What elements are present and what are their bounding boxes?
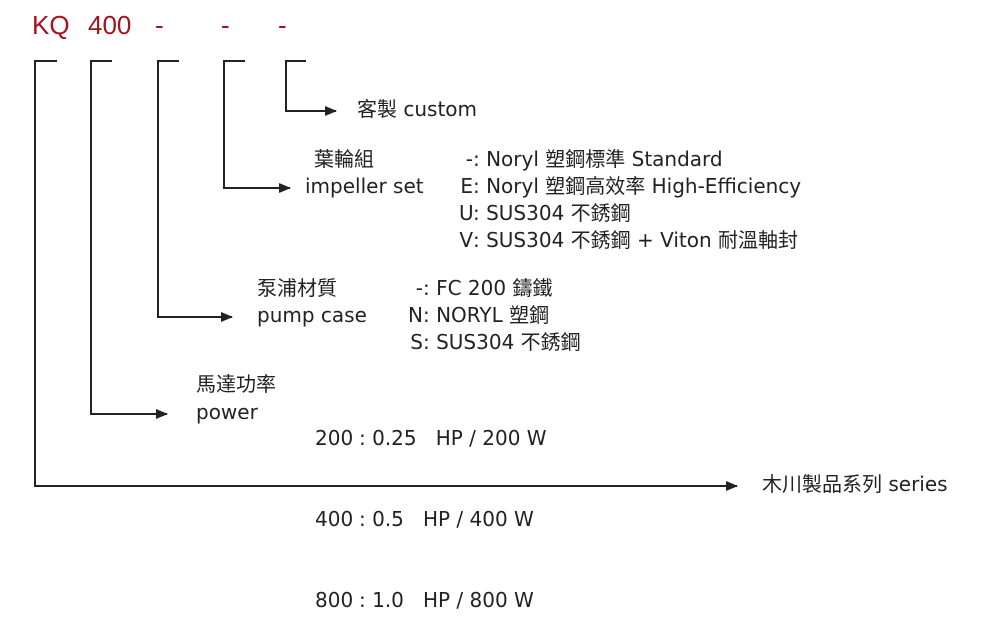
- power-title-zh: 馬達功率: [196, 372, 276, 396]
- option-text: : 0.25 HP / 200 W: [359, 426, 547, 450]
- code-sep-custom: -: [278, 10, 287, 40]
- option-text: : NORYL 塑鋼: [423, 303, 550, 327]
- option-key: 200: [315, 426, 354, 450]
- pump-case-option: S: SUS304 不銹鋼: [405, 329, 581, 356]
- power-title-en: power: [196, 400, 258, 424]
- power-option: 200: 0.25 HP / 200 W: [315, 425, 547, 452]
- code-power: 400: [88, 10, 132, 40]
- option-key: U: [459, 201, 474, 225]
- impeller-title-en: impeller set: [305, 174, 424, 198]
- impeller-option: -: Noryl 塑鋼標準 Standard: [459, 146, 801, 173]
- code-sep-pump-case: -: [155, 10, 164, 40]
- option-key: 800: [315, 588, 354, 612]
- impeller-option: U: SUS304 不銹鋼: [459, 200, 801, 227]
- connector-lines: [34, 60, 738, 491]
- option-key: V: [459, 228, 473, 252]
- option-key: 400: [315, 507, 354, 531]
- pump-case-title-en: pump case: [257, 303, 367, 327]
- impeller-options: -: Noryl 塑鋼標準 Standard E: Noryl 塑鋼高效率 Hi…: [459, 146, 801, 254]
- power-option: 400: 0.5 HP / 400 W: [315, 506, 547, 533]
- code-sep-impeller: -: [221, 10, 230, 40]
- impeller-option: E: Noryl 塑鋼高效率 High-Efficiency: [459, 173, 801, 200]
- connector-pump-case: [157, 60, 233, 322]
- connector-custom: [285, 60, 337, 116]
- pump-case-options: -: FC 200 鑄鐵 N: NORYL 塑鋼 S: SUS304 不銹鋼: [405, 275, 581, 356]
- option-key: -: [415, 276, 423, 300]
- option-key: E: [460, 174, 473, 198]
- option-text: : Noryl 塑鋼高效率 High-Efficiency: [473, 174, 802, 198]
- power-option: 800: 1.0 HP / 800 W: [315, 587, 547, 614]
- pump-case-option: -: FC 200 鑄鐵: [405, 275, 581, 302]
- option-text: : SUS304 不銹鋼: [473, 201, 631, 225]
- connector-series: [34, 60, 738, 491]
- option-key: -: [465, 147, 473, 171]
- option-text: : SUS304 不銹鋼 + Viton 耐溫軸封: [473, 228, 799, 252]
- custom-label: 客製 custom: [357, 97, 478, 121]
- pump-case-title-zh: 泵浦材質: [257, 276, 337, 300]
- impeller-option: V: SUS304 不銹鋼 + Viton 耐溫軸封: [459, 227, 801, 254]
- connector-power: [90, 60, 168, 419]
- pump-case-option: N: NORYL 塑鋼: [405, 302, 581, 329]
- series-label: 木川製品系列 series: [762, 472, 948, 496]
- power-options: 200: 0.25 HP / 200 W 400: 0.5 HP / 400 W…: [315, 371, 547, 641]
- option-key: S: [410, 330, 423, 354]
- impeller-title-zh: 葉輪組: [314, 147, 374, 171]
- option-text: : FC 200 鑄鐵: [423, 276, 553, 300]
- option-text: : 0.5 HP / 400 W: [359, 507, 534, 531]
- code-series: KQ: [32, 10, 70, 40]
- option-text: : SUS304 不銹鋼: [423, 330, 581, 354]
- option-key: N: [408, 303, 423, 327]
- option-text: : Noryl 塑鋼標準 Standard: [473, 147, 723, 171]
- connector-impeller: [223, 60, 291, 193]
- option-text: : 1.0 HP / 800 W: [359, 588, 534, 612]
